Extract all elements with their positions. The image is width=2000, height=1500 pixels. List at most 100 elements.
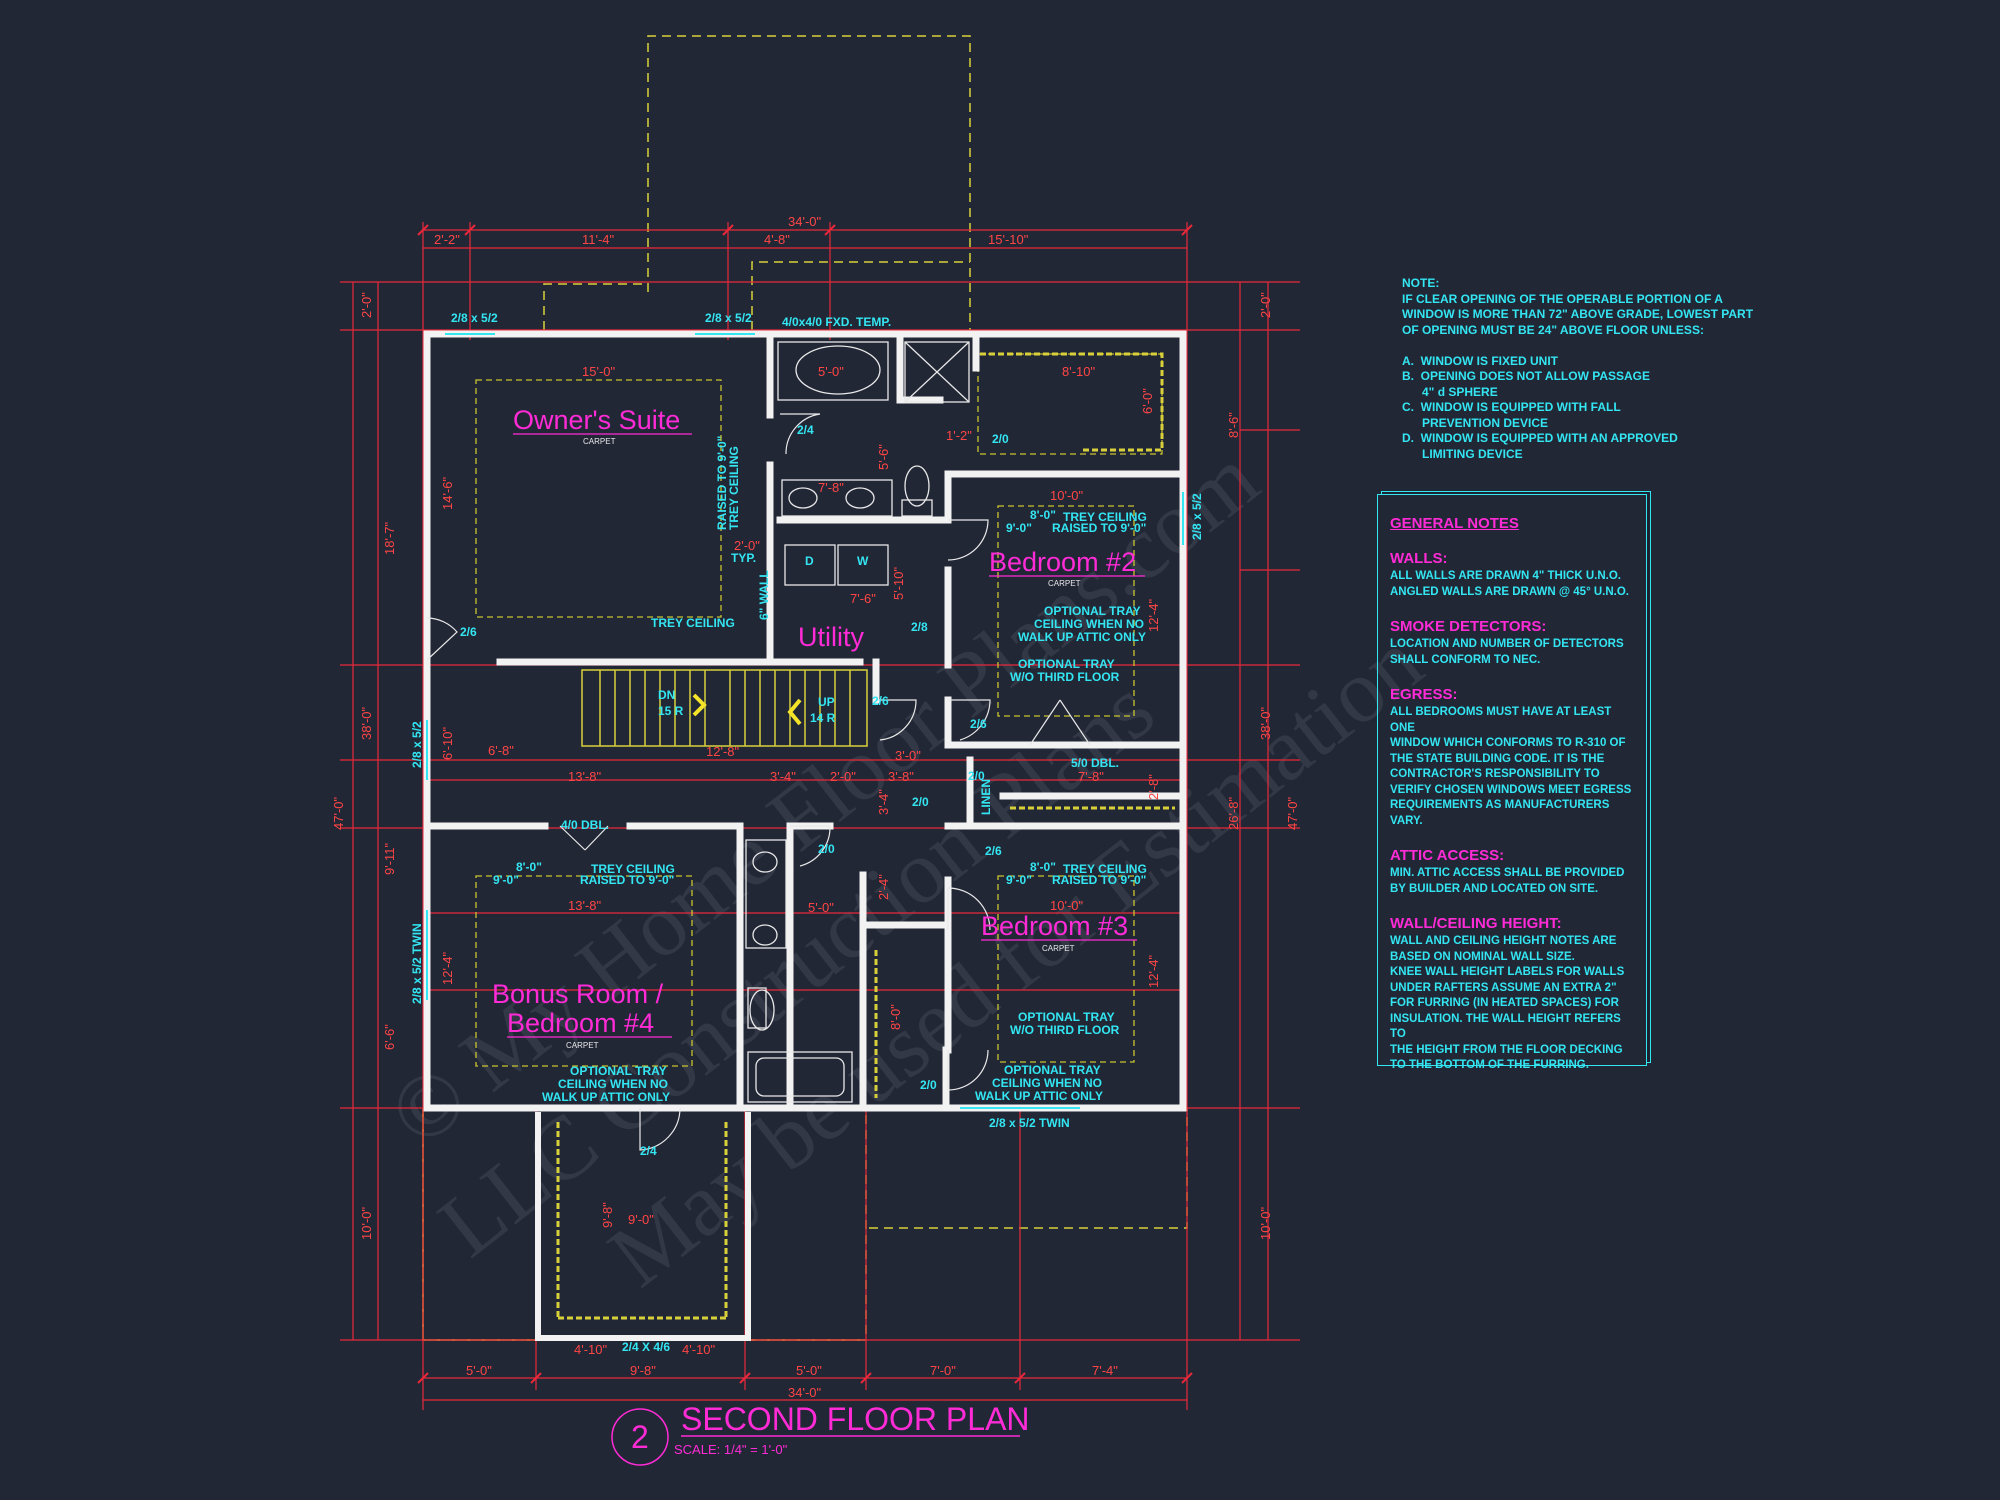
dim-closet-w: 8'-10" xyxy=(1062,364,1096,379)
bed2-third-1: OPTIONAL TRAY xyxy=(1018,657,1115,671)
notes-section-smoke: SMOKE DETECTORS: LOCATION AND NUMBER OF … xyxy=(1390,618,1638,668)
note-line: LIMITING DEVICE xyxy=(1402,446,1523,461)
note-line: NOTE: xyxy=(1402,276,1440,290)
notes-section-egress: EGRESS: ALL BEDROOMS MUST HAVE AT LEAST … xyxy=(1390,686,1638,829)
section-title: SMOKE DETECTORS: xyxy=(1390,618,1547,635)
dim-2-8: 2'-8" xyxy=(1146,774,1161,800)
washer-label: W xyxy=(857,554,869,568)
plan-title: SECOND FLOOR PLAN xyxy=(681,1401,1030,1437)
note-line: A. WINDOW IS FIXED UNIT xyxy=(1402,353,1558,368)
window-note: NOTE: IF CLEAR OPENING OF THE OPERABLE P… xyxy=(1402,276,1762,462)
bonus-trey-2: RAISED TO 9'-0" xyxy=(580,873,674,887)
dim-top-c: 4'-8" xyxy=(764,232,790,247)
window-w6: 2/8 x 5/2 TWIN xyxy=(410,923,424,1004)
dim-owner-w: 15'-0" xyxy=(582,364,616,379)
bed3-ht2: 9'-0" xyxy=(1006,873,1032,887)
door-wc: 2/0 xyxy=(992,432,1009,446)
dim-3-4: 3'-4" xyxy=(876,789,891,815)
bonus-opt-1: OPTIONAL TRAY xyxy=(570,1064,667,1078)
dim-bed3-w: 10'-0" xyxy=(1050,898,1084,913)
windows xyxy=(426,333,1184,1109)
note-line: PREVENTION DEVICE xyxy=(1402,415,1549,430)
window-w8: 2/4 X 4/6 xyxy=(622,1340,670,1354)
bed3-opt-3: WALK UP ATTIC ONLY xyxy=(975,1089,1103,1103)
door-bath: 2/4 xyxy=(797,423,814,437)
dim-closet-h: 6'-0" xyxy=(1140,388,1155,414)
owners-suite-label: Owner's Suite xyxy=(513,405,680,435)
dim-hall-f: 3'-8" xyxy=(888,769,914,784)
stairs xyxy=(581,669,868,747)
general-notes-heading: GENERAL NOTES xyxy=(1390,515,1519,532)
dim-2-0: 2'-0" xyxy=(734,538,760,553)
door-bath2: 2/0 xyxy=(818,842,835,856)
bonus-room-label-line1: Bonus Room / xyxy=(492,979,664,1009)
note-line: 4" d SPHERE xyxy=(1402,384,1498,399)
note-line: WINDOW IS MORE THAN 72" ABOVE GRADE, LOW… xyxy=(1402,307,1754,321)
dim-overall-bottom: 34'-0" xyxy=(788,1385,822,1400)
dimension-labels: 34'-0" 2'-2" 11'-4" 4'-8" 15'-10" 34'-0"… xyxy=(331,214,1300,1400)
dim-bot-a: 5'-0" xyxy=(466,1363,492,1378)
linen-label: LINEN xyxy=(979,779,993,815)
dim-bed2-w: 10'-0" xyxy=(1050,488,1084,503)
dim-6-10: 6'-10" xyxy=(440,726,455,760)
door-attic: 2/4 xyxy=(640,1144,657,1158)
dryer-label: D xyxy=(805,554,814,568)
dim-top-a: 2'-2" xyxy=(434,232,460,247)
bed3-opt-2: CEILING WHEN NO xyxy=(992,1076,1102,1090)
bonus-opt-3: WALK UP ATTIC ONLY xyxy=(542,1090,670,1104)
dimension-ticks xyxy=(417,224,1193,1384)
dim-bath2-w: 5'-0" xyxy=(808,900,834,915)
dim-5-6: 5'-6" xyxy=(876,444,891,470)
dim-3-0: 3'-0" xyxy=(895,748,921,763)
dim-owner-h: 14'-6" xyxy=(440,476,455,510)
dim-bot-b: 9'-8" xyxy=(630,1363,656,1378)
bonus-ht2: 9'-0" xyxy=(493,873,519,887)
window-w7: 2/8 x 5/2 TWIN xyxy=(989,1116,1070,1130)
dim-2-4: 2'-4" xyxy=(876,874,891,900)
dim-bonus-w: 13'-8" xyxy=(568,898,602,913)
note-line: C. WINDOW IS EQUIPPED WITH FALL xyxy=(1402,400,1621,414)
dim-hall-g: 7'-8" xyxy=(1078,769,1104,784)
closet-shelves xyxy=(556,352,1175,1320)
bonus-dbl: 4/0 DBL. xyxy=(561,818,609,832)
bed2-opt-2: CEILING WHEN NO xyxy=(1034,617,1144,631)
opening-labels: 2/8 x 5/2 2/8 x 5/2 4/0x4/0 FXD. TEMP. 2… xyxy=(410,311,1204,1354)
dim-hall-d: 3'-4" xyxy=(770,769,796,784)
stair-arrow-up xyxy=(787,698,802,726)
dim-8-0: 8'-0" xyxy=(888,1004,903,1030)
carpet-owner: CARPET xyxy=(583,437,616,446)
dim-attic-w: 9'-0" xyxy=(628,1212,654,1227)
door-bed2: 2/6 xyxy=(970,717,987,731)
stairs-dn-r: 15 R xyxy=(658,704,684,718)
stairs-up-r: 14 R xyxy=(810,711,836,725)
bed2-ht1: 8'-0" xyxy=(1030,508,1056,522)
section-body: ALL WALLS ARE DRAWN 4" THICK U.N.O. ANGL… xyxy=(1390,570,1630,598)
dim-5-10: 5'-10" xyxy=(891,566,906,600)
window-w5: 2/8 x 5/2 xyxy=(410,721,424,768)
fixtures xyxy=(745,341,970,1103)
section-title: WALLS: xyxy=(1390,550,1448,567)
bed3-trey-2: RAISED TO 9'-0" xyxy=(1052,873,1146,887)
window-w4: 2/8 x 5/2 xyxy=(1190,493,1204,540)
notes-section-attic: ATTIC ACCESS: MIN. ATTIC ACCESS SHALL BE… xyxy=(1390,847,1638,897)
plan-number-circle xyxy=(611,1408,669,1466)
owner-raised-1: RAISED TO 9'-0" xyxy=(715,436,729,530)
dim-right-b: 8'-6" xyxy=(1226,412,1241,438)
dim-left-e: 6'-6" xyxy=(382,1024,397,1050)
bed2-third-2: W/O THIRD FLOOR xyxy=(1010,670,1120,684)
door-hall: 2/6 xyxy=(872,694,889,708)
dim-left-overall: 47'-0" xyxy=(331,796,346,830)
bedroom2-label: Bedroom #2 xyxy=(989,547,1136,577)
section-body: WALL AND CEILING HEIGHT NOTES ARE BASED … xyxy=(1390,935,1625,1071)
bed3-third-1: OPTIONAL TRAY xyxy=(1018,1010,1115,1024)
general-notes-panel: GENERAL NOTES WALLS: ALL WALLS ARE DRAWN… xyxy=(1377,494,1647,1071)
section-body: ALL BEDROOMS MUST HAVE AT LEAST ONE WIND… xyxy=(1390,706,1632,827)
section-title: EGRESS: xyxy=(1390,686,1458,703)
typ-label: TYP. xyxy=(731,551,756,565)
dim-right-e: 10'-0" xyxy=(1258,1206,1273,1240)
door-bed3: 2/6 xyxy=(985,844,1002,858)
walls xyxy=(423,330,1187,1112)
note-line: OF OPENING MUST BE 24" ABOVE FLOOR UNLES… xyxy=(1402,322,1704,337)
carpet-bed2: CARPET xyxy=(1048,579,1081,588)
